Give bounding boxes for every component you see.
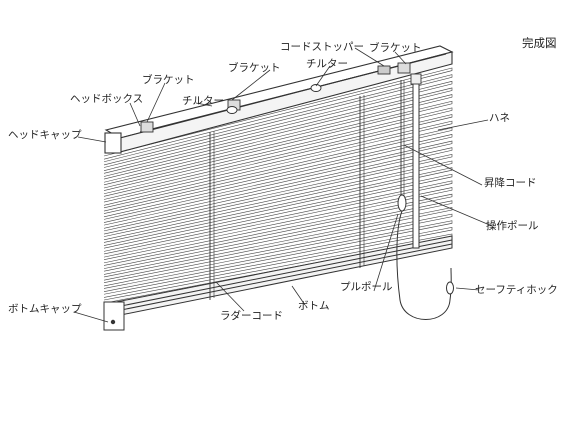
- label-ladder-cord: ラダーコード: [220, 309, 283, 322]
- ladder-cords: [209, 95, 365, 300]
- slat: [103, 200, 453, 275]
- label-pull-pole: プルポール: [340, 281, 393, 293]
- diagram-title: 完成図: [522, 36, 557, 50]
- label-bracket-left: ブラケット: [142, 73, 195, 86]
- leader-lines: [73, 47, 493, 323]
- bracket-left-part: [140, 121, 154, 133]
- label-lift-cord: 昇降コード: [484, 176, 537, 189]
- pull-pole-part: [397, 194, 407, 212]
- label-bracket-top: ブラケット: [369, 41, 422, 54]
- label-cord-stopper: コードストッパー: [280, 41, 364, 53]
- slat: [103, 87, 453, 177]
- bottom-cap-part: [103, 301, 125, 331]
- head-cap-part: [104, 132, 122, 154]
- slat: [103, 187, 453, 264]
- bracket-right-part: [397, 62, 411, 74]
- label-head-cap: ヘッドキャップ: [8, 129, 82, 141]
- slat: [103, 114, 453, 200]
- head-box-part: [104, 45, 454, 154]
- slat: [103, 80, 453, 172]
- label-slat: ハネ: [489, 112, 510, 124]
- tilter-left-part: [226, 106, 238, 114]
- bottom-rail: [103, 235, 453, 331]
- operating-pole-part: [410, 73, 422, 249]
- slat: [103, 147, 453, 229]
- slat: [103, 127, 453, 212]
- slat: [103, 94, 453, 183]
- label-bracket-mid: ブラケット: [228, 61, 281, 74]
- cord-loop: [396, 210, 454, 320]
- slat: [103, 173, 453, 252]
- slat: [103, 140, 453, 223]
- label-safety-hook: セーフティホック: [475, 284, 558, 296]
- label-tilter-right: チルター: [306, 58, 348, 70]
- slat: [103, 193, 453, 269]
- slat: [103, 167, 453, 246]
- slat: [103, 226, 453, 298]
- label-bottom-cap: ボトムキャップ: [8, 303, 82, 315]
- lift-cord-part: [397, 80, 407, 212]
- safety-hook-part: [446, 281, 454, 295]
- slat: [103, 213, 453, 287]
- label-head-box: ヘッドボックス: [70, 93, 143, 105]
- cord-stopper-part: [377, 65, 391, 75]
- slat: [103, 180, 453, 258]
- slat: [103, 67, 453, 160]
- slat: [103, 220, 453, 292]
- label-bottom: ボトム: [298, 300, 330, 312]
- slat: [103, 160, 453, 241]
- slat: [103, 153, 453, 235]
- slat: [103, 107, 453, 195]
- label-tilter-left: チルター: [182, 95, 224, 107]
- slats: [103, 67, 453, 304]
- slat: [103, 134, 453, 218]
- slat: [103, 120, 453, 206]
- label-operating-pole: 操作ポール: [486, 219, 539, 232]
- tilter-right-part: [310, 84, 322, 92]
- slat: [103, 100, 453, 189]
- slat: [103, 74, 453, 166]
